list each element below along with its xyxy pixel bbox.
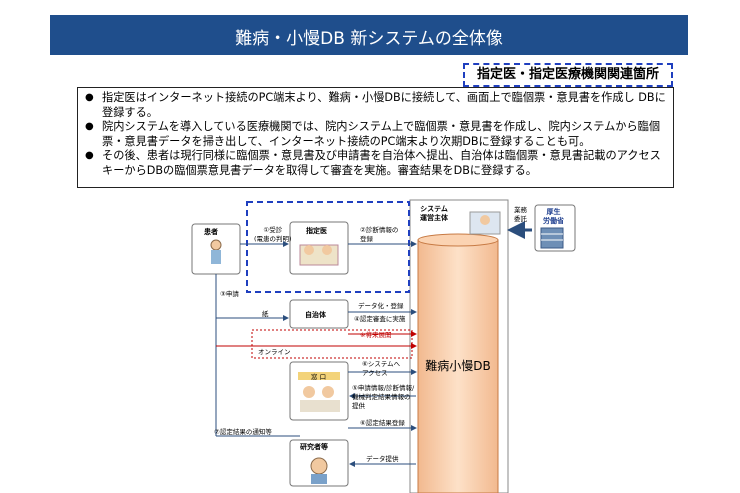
bullet-item: 院内システムを導入している医療機関では、院内システム上で臨個票・意見書を作成し、… (85, 120, 667, 149)
paper-label: 紙 (262, 310, 269, 318)
header-bar: 難病・小慢DB 新システムの全体像 (50, 15, 688, 55)
bullet-item: その後、患者は現行同様に臨個票・意見書及び申請書を自治体へ提出、自治体は臨個票・… (85, 149, 667, 178)
step1-label: ①受診 (電患の判明) (254, 226, 292, 243)
access-label: ⑥システムへ アクセス (362, 360, 401, 377)
municipality-label: 自治体 (305, 311, 326, 319)
patient-label: 患者 (204, 228, 218, 236)
ministry-label: 厚生 労働省 (543, 208, 564, 225)
related-area-tag: 指定医・指定医療機関関連箇所 (463, 63, 673, 87)
future-label: ※将来展開 (360, 331, 392, 339)
db-label: 難病小慢DB (425, 358, 490, 373)
step5-label: ⑤申請情報/診断情報/ 機械判定結果情報の 提供 (352, 384, 415, 410)
datafy-label: データ化・登録 (358, 302, 404, 310)
office-staff-icon (298, 372, 340, 412)
online-label: オンライン (258, 348, 291, 356)
data-provide-label: データ提供 (366, 455, 399, 463)
ministry-building-icon (540, 227, 564, 249)
step3-label: ③申請 (220, 290, 239, 298)
doctor-figure-icon (299, 244, 339, 266)
step6-label: ⑥認定結果登録 (360, 419, 405, 427)
researcher-figure-icon (310, 457, 328, 484)
database-cylinder (417, 233, 499, 493)
step4-label: ④認定審査に実施 (354, 315, 406, 323)
bullet-item: 指定医はインターネット接続のPC端末より、難病・小慢DBに接続して、画面上で臨個… (85, 91, 667, 120)
commission-label: 業務 委託 (514, 206, 527, 223)
counter-label: 窓 口 (311, 373, 327, 381)
doctor-label: 指定医 (306, 227, 327, 235)
doctor-region (246, 201, 410, 293)
researcher-label: 研究者等 (300, 443, 328, 451)
page-title: 難病・小慢DB 新システムの全体像 (235, 29, 503, 49)
patient-figure-icon (210, 239, 222, 264)
operator-label: システム 運営主体 (420, 205, 448, 222)
step2-label: ②診断情報の 登録 (360, 226, 399, 243)
municipality-box (289, 299, 349, 329)
summary-box: 指定医はインターネット接続のPC端末より、難病・小慢DBに接続して、画面上で臨個… (77, 87, 674, 188)
operator-worker-icon (469, 211, 501, 235)
step7-label: ⑦認定結果の通知等 (214, 428, 272, 436)
